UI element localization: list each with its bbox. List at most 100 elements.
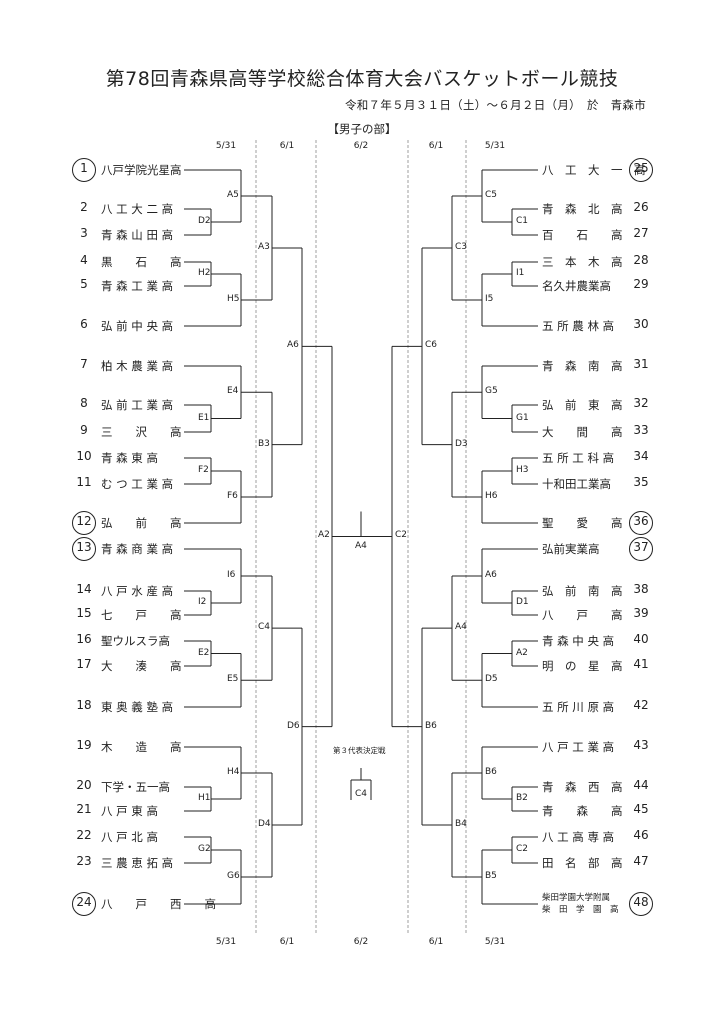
game-label: H6 [485,491,498,501]
team-number: 40 [633,632,649,646]
team-number: 5 [80,277,88,291]
game-label: G5 [485,386,498,397]
team-number: 32 [633,396,649,410]
date-label-bottom: 6/1 [428,937,444,947]
game-label: A6 [287,340,299,351]
game-label: G1 [516,412,529,423]
team-number: 31 [633,357,649,371]
team-name: 下学・五一高 [101,780,170,794]
team-name: 八 工 高 専 高 [542,830,615,844]
seed-circle [72,511,96,535]
team-name: 八 工 大 一 高 [542,163,646,177]
team-number: 26 [633,200,649,214]
game-label: D3 [455,438,468,449]
team-name: 五 所 川 原 高 [542,700,615,714]
game-label: B2 [516,793,528,803]
team-number: 34 [633,449,649,463]
game-label: C2 [395,530,408,541]
division-label: 【男子の部】 [327,122,397,136]
game-label: E4 [227,386,239,397]
team-name: 大 湊 高 [101,659,182,673]
game-label: H5 [227,294,240,304]
date-label-bottom: 6/2 [353,937,369,947]
team-number: 28 [633,253,649,267]
game-label: C1 [516,216,529,226]
team-name: 明 の 星 高 [542,659,623,673]
seed-circle [629,158,653,182]
game-label: B3 [258,438,270,449]
page-title: 第78回青森県高等学校総合体育大会バスケットボール競技 [105,68,619,90]
game-label: I2 [198,597,207,607]
team-name: 八 戸 水 産 高 [101,584,174,598]
game-label: C2 [516,844,529,854]
team-name: 青 森 中 央 高 [542,634,615,648]
game-label: H1 [198,793,211,803]
team-number: 6 [80,317,88,331]
team-number: 33 [633,423,649,437]
team-name: 柴田学園大学附属 [542,893,611,903]
game-label: D2 [198,216,211,226]
team-name: 八 戸 高 [542,608,623,622]
game-label: B6 [485,767,497,777]
date-label-top: 5/31 [484,141,506,151]
seed-circle [72,158,96,182]
game-label: C3 [455,242,468,252]
game-label: C5 [485,190,498,200]
date-label-top: 6/2 [353,141,369,151]
team-name: 青 森 高 [542,804,623,818]
game-label: E5 [227,674,239,685]
game-label: D6 [287,720,300,731]
team-number: 17 [76,657,92,671]
game-label: A2 [318,530,330,541]
team-name: 柏 木 農 業 高 [101,359,174,373]
team-number: 38 [633,582,649,596]
team-number: 23 [76,854,92,868]
team-number: 3 [80,226,88,240]
seed-circle [629,511,653,535]
team-name: 青 森 東 高 [101,451,158,465]
team-name: 八 戸 西 高 [101,897,216,911]
team-name: 弘前実業高 [542,542,600,556]
team-number: 29 [633,277,649,291]
team-name: 五 所 工 科 高 [542,451,615,465]
team-name: 青 森 山 田 高 [101,228,174,242]
game-label: C6 [425,340,438,351]
game-label: E2 [198,647,210,658]
team-name: 名久井農業高 [542,279,611,293]
team-number: 18 [76,698,92,712]
game-label: I6 [227,570,236,580]
game-label: H4 [227,767,240,777]
team-name: 五 所 農 林 高 [542,319,615,333]
game-label: F6 [227,491,238,501]
date-label-bottom: 6/1 [279,937,295,947]
game-label: C4 [355,789,368,799]
team-number: 2 [80,200,88,214]
team-name: 七 戸 高 [101,608,182,622]
team-number: 7 [80,357,88,371]
game-label: C4 [258,622,271,633]
team-number: 30 [633,317,649,331]
team-number: 14 [76,582,92,596]
game-label: A3 [258,242,270,252]
game-label: I1 [516,268,525,278]
date-label-top: 6/1 [279,141,295,151]
game-label: D1 [516,597,529,607]
team-name: 八 戸 工 業 高 [542,740,615,754]
team-number: 46 [633,828,649,842]
game-label: A4 [355,541,367,552]
team-name: 八 戸 北 高 [101,830,158,844]
game-label: B4 [455,819,467,829]
game-label: I5 [485,294,494,304]
team-number: 35 [633,475,649,489]
team-number: 43 [633,738,649,752]
team-name: 青 森 商 業 高 [101,542,174,556]
team-name: 青 森 南 高 [542,359,623,373]
team-name: 黒 石 高 [101,255,182,269]
team-name: 青 森 工 業 高 [101,279,174,293]
game-label: H3 [516,465,529,475]
game-label: B5 [485,871,497,881]
team-number: 15 [76,606,92,620]
team-name: 東 奥 義 塾 高 [101,700,174,714]
event-date-venue: 令和７年５月３１日（土）～６月２日（月） 於 青森市 [344,98,646,112]
team-name: 弘 前 工 業 高 [101,398,174,412]
